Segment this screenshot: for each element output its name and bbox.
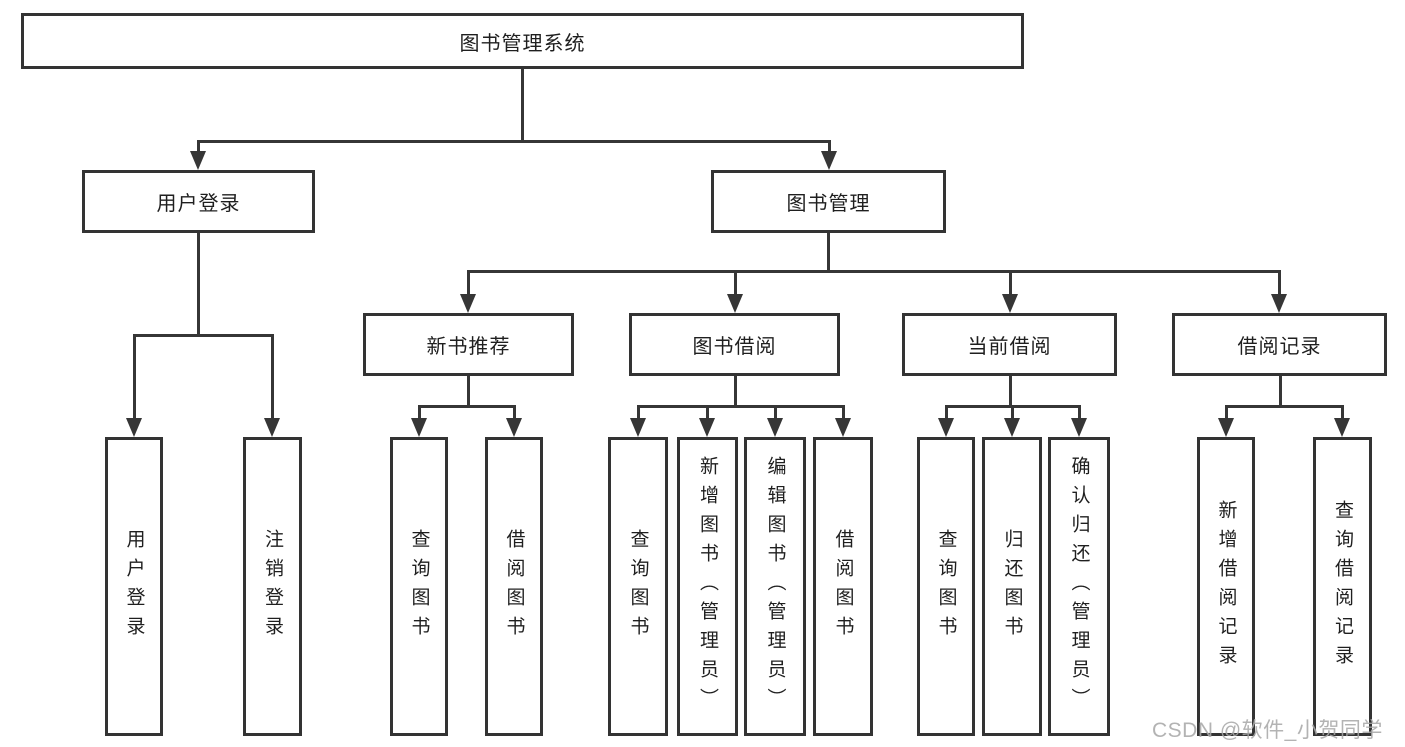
node-query-borrow-record: 查询借阅记录 [1313,437,1372,736]
node-query-borrow-record-label: 查询借阅记录 [1332,499,1353,674]
connector-stub-user-login-v [133,334,136,419]
connector-stub-query-book-3 [945,405,948,419]
node-query-book-1-label: 查询图书 [408,528,430,645]
node-current-borrowing-label: 当前借阅 [967,336,1052,358]
node-borrow-book-2-label: 借阅图书 [832,528,854,645]
connector-stub-new-book-rec [467,270,470,295]
connector-stub-return-book [1011,405,1014,419]
connector-level3-horizontal [467,270,1281,273]
connector-stub-edit-book [774,405,777,419]
connector-current-borrow-down [1009,376,1012,407]
node-borrowing-records-label: 借阅记录 [1237,336,1322,358]
arrow-to-query-borrow-record [1334,418,1350,437]
node-query-book-3-label: 查询图书 [935,528,957,645]
node-library-management-system-label: 图书管理系统 [459,32,586,55]
node-borrow-book-1: 借阅图书 [485,437,543,736]
arrow-to-add-borrow-record [1218,418,1234,437]
connector-new-book-rec-horizontal [418,405,516,408]
node-book-borrowing: 图书借阅 [629,313,840,376]
connector-user-login-down [197,233,200,336]
arrow-to-book-mgmt [821,151,837,170]
connector-stub-add-borrow-record [1225,405,1228,419]
connector-book-mgmt-down [827,233,830,272]
connector-level2-horizontal [197,140,831,143]
node-confirm-return-admin: 确认归还（管理员） [1048,437,1110,736]
connector-stub-book-mgmt [828,140,831,152]
node-current-borrowing: 当前借阅 [902,313,1117,376]
node-book-borrowing-label: 图书借阅 [692,336,777,358]
node-logout-label: 注销登录 [262,528,283,645]
connector-stub-query-book-1 [418,405,421,419]
arrow-to-user-login [190,151,206,170]
node-new-book-recommend-label: 新书推荐 [426,336,511,358]
connector-stub-current-borrow [1009,270,1012,295]
node-query-book-2: 查询图书 [608,437,668,736]
arrow-to-logout [264,418,280,437]
node-borrow-book-2: 借阅图书 [813,437,873,736]
node-book-management: 图书管理 [711,170,946,233]
arrow-to-query-book-1 [411,418,427,437]
connector-user-login-horizontal [133,334,274,337]
node-new-book-recommend: 新书推荐 [363,313,574,376]
arrow-to-user-login-v [126,418,142,437]
node-user-login-leaf-label: 用户登录 [123,528,145,645]
arrow-to-borrow-book-2 [835,418,851,437]
connector-stub-add-book [706,405,709,419]
connector-book-borrow-down [734,376,737,407]
arrow-to-confirm-return [1071,418,1087,437]
arrow-to-add-book [699,418,715,437]
node-edit-book-admin-label: 编辑图书（管理员） [764,456,786,717]
node-add-borrow-record-label: 新增借阅记录 [1215,499,1237,674]
arrow-to-book-borrow [727,294,743,313]
connector-borrow-records-down [1279,376,1282,407]
arrow-to-query-book-2 [630,418,646,437]
connector-stub-query-book-2 [637,405,640,419]
node-book-management-label: 图书管理 [786,193,871,215]
node-add-borrow-record: 新增借阅记录 [1197,437,1255,736]
node-add-book-admin: 新增图书（管理员） [677,437,738,736]
node-user-login-label: 用户登录 [156,193,241,215]
connector-stub-borrow-book-1 [513,405,516,419]
connector-borrow-records-horizontal [1225,405,1344,408]
node-query-book-2-label: 查询图书 [627,528,649,645]
connector-new-book-rec-down [467,376,470,407]
connector-stub-borrow-records [1278,270,1281,295]
connector-stub-confirm-return [1078,405,1081,419]
csdn-watermark: CSDN @软件_小贺同学 [1152,719,1383,742]
connector-stub-query-borrow-record [1341,405,1344,419]
arrow-to-borrow-records [1271,294,1287,313]
node-query-book-1: 查询图书 [390,437,448,736]
node-query-book-3: 查询图书 [917,437,975,736]
node-add-book-admin-label: 新增图书（管理员） [697,456,718,717]
node-logout: 注销登录 [243,437,302,736]
node-return-book-label: 归还图书 [1001,528,1023,645]
connector-root-down [521,69,524,142]
node-user-login-leaf: 用户登录 [105,437,163,736]
node-edit-book-admin: 编辑图书（管理员） [744,437,806,736]
node-user-login: 用户登录 [82,170,315,233]
node-borrow-book-1-label: 借阅图书 [503,528,525,645]
arrow-to-return-book [1004,418,1020,437]
node-borrowing-records: 借阅记录 [1172,313,1387,376]
arrow-to-new-book-rec [460,294,476,313]
connector-stub-logout [271,334,274,419]
arrow-to-query-book-3 [938,418,954,437]
arrow-to-borrow-book-1 [506,418,522,437]
connector-book-borrow-horizontal [637,405,845,408]
connector-stub-borrow-book-2 [842,405,845,419]
connector-stub-user-login [197,140,200,152]
node-return-book: 归还图书 [982,437,1042,736]
connector-stub-book-borrow [734,270,737,295]
node-library-management-system: 图书管理系统 [21,13,1024,69]
node-confirm-return-admin-label: 确认归还（管理员） [1068,456,1090,717]
arrow-to-current-borrow [1002,294,1018,313]
arrow-to-edit-book [767,418,783,437]
